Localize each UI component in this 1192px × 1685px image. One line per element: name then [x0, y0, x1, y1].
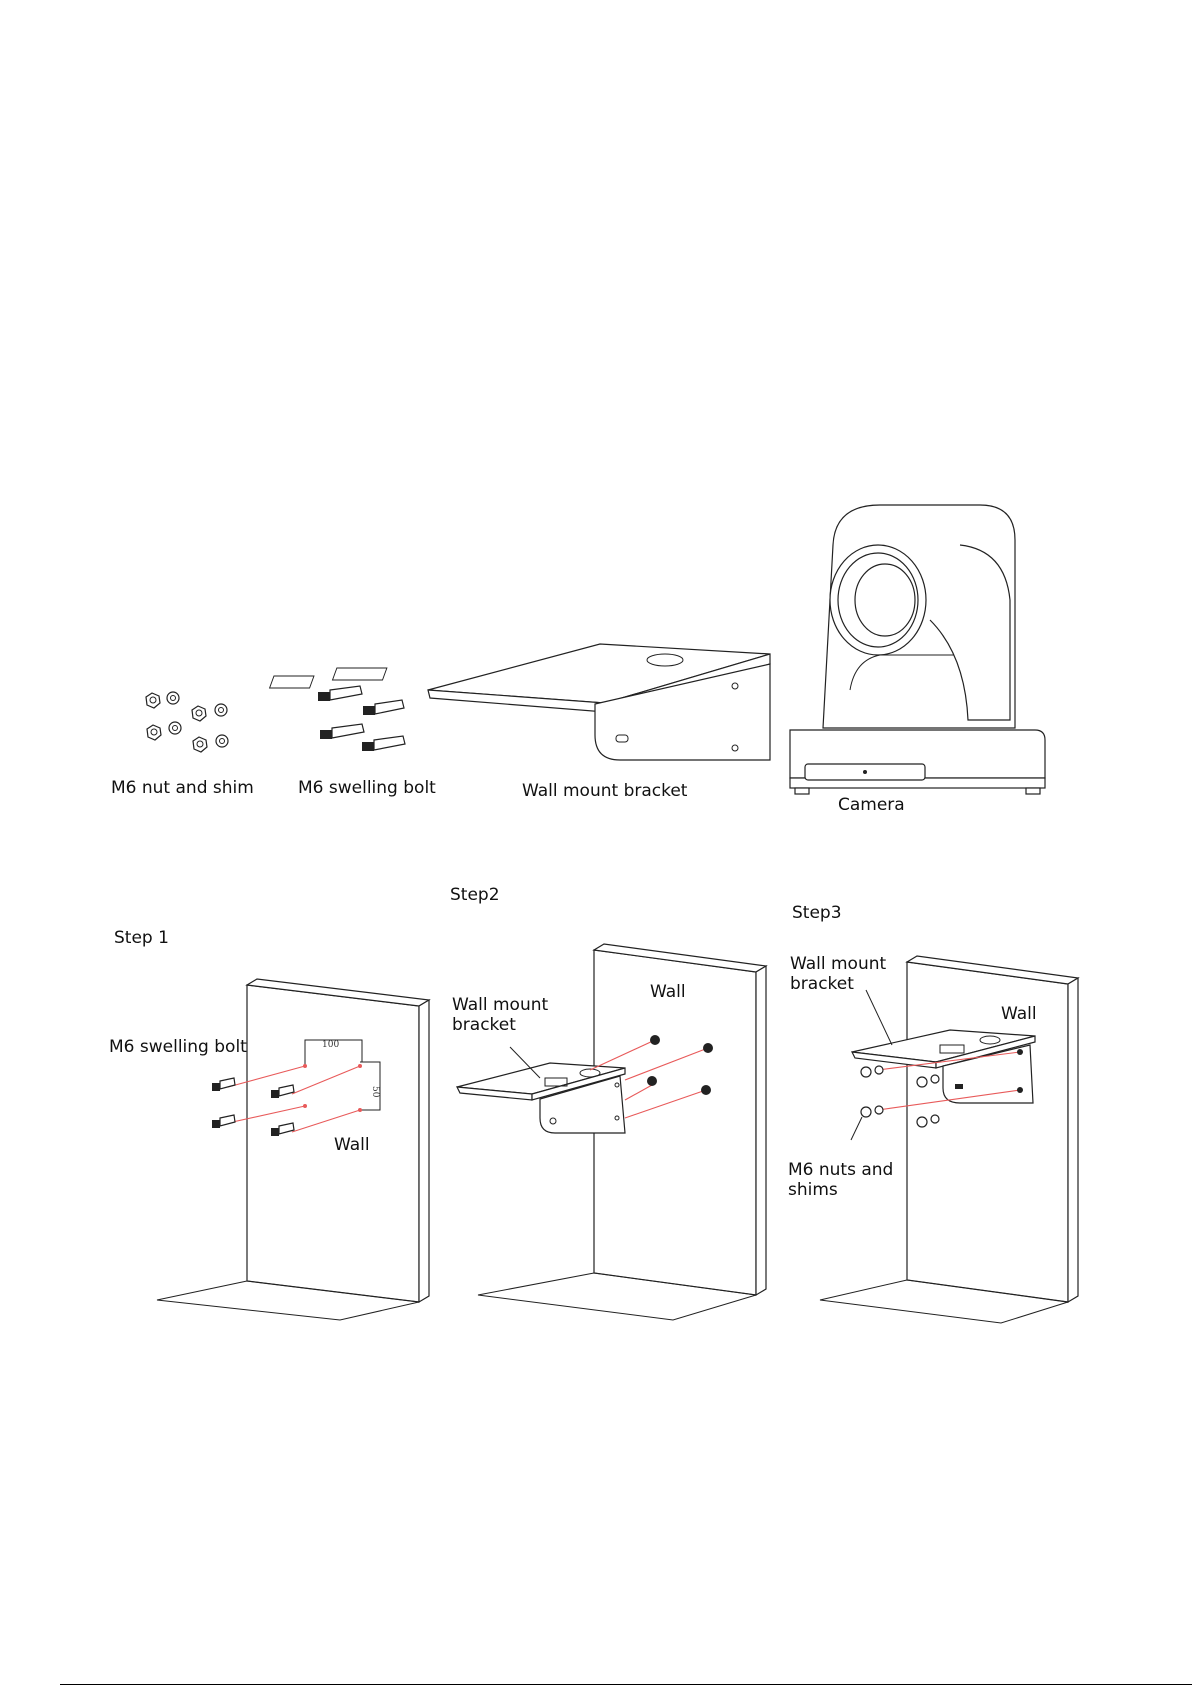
step1-title: Step 1 — [114, 928, 169, 948]
dim-50: 50 — [370, 1086, 380, 1098]
nut-and-shim-illustration — [146, 692, 228, 752]
wall-bracket-label: Wall mount bracket — [522, 781, 687, 801]
ptz-camera-illustration — [790, 505, 1045, 794]
step2-bracket-label: Wall mount bracket — [452, 995, 562, 1035]
step2-wall-label: Wall — [650, 982, 686, 1002]
step3-illustration — [820, 956, 1078, 1323]
step3-nuts-label: M6 nuts and shims — [788, 1160, 898, 1200]
wall-bracket-illustration — [270, 644, 770, 760]
step3-title: Step3 — [792, 903, 842, 923]
step1-bolt-label: M6 swelling bolt — [109, 1037, 247, 1057]
step3-wall-label: Wall — [1001, 1004, 1037, 1024]
step1-wall-label: Wall — [334, 1135, 370, 1155]
step3-bracket-label: Wall mount bracket — [790, 954, 900, 994]
camera-label: Camera — [838, 795, 905, 815]
step1-illustration: 100 50 — [157, 979, 429, 1320]
swelling-bolt-illustration — [318, 686, 405, 751]
step2-title: Step2 — [450, 885, 500, 905]
swelling-bolt-label: M6 swelling bolt — [298, 778, 436, 798]
nut-shim-label: M6 nut and shim — [111, 778, 254, 798]
dim-100: 100 — [322, 1040, 339, 1050]
